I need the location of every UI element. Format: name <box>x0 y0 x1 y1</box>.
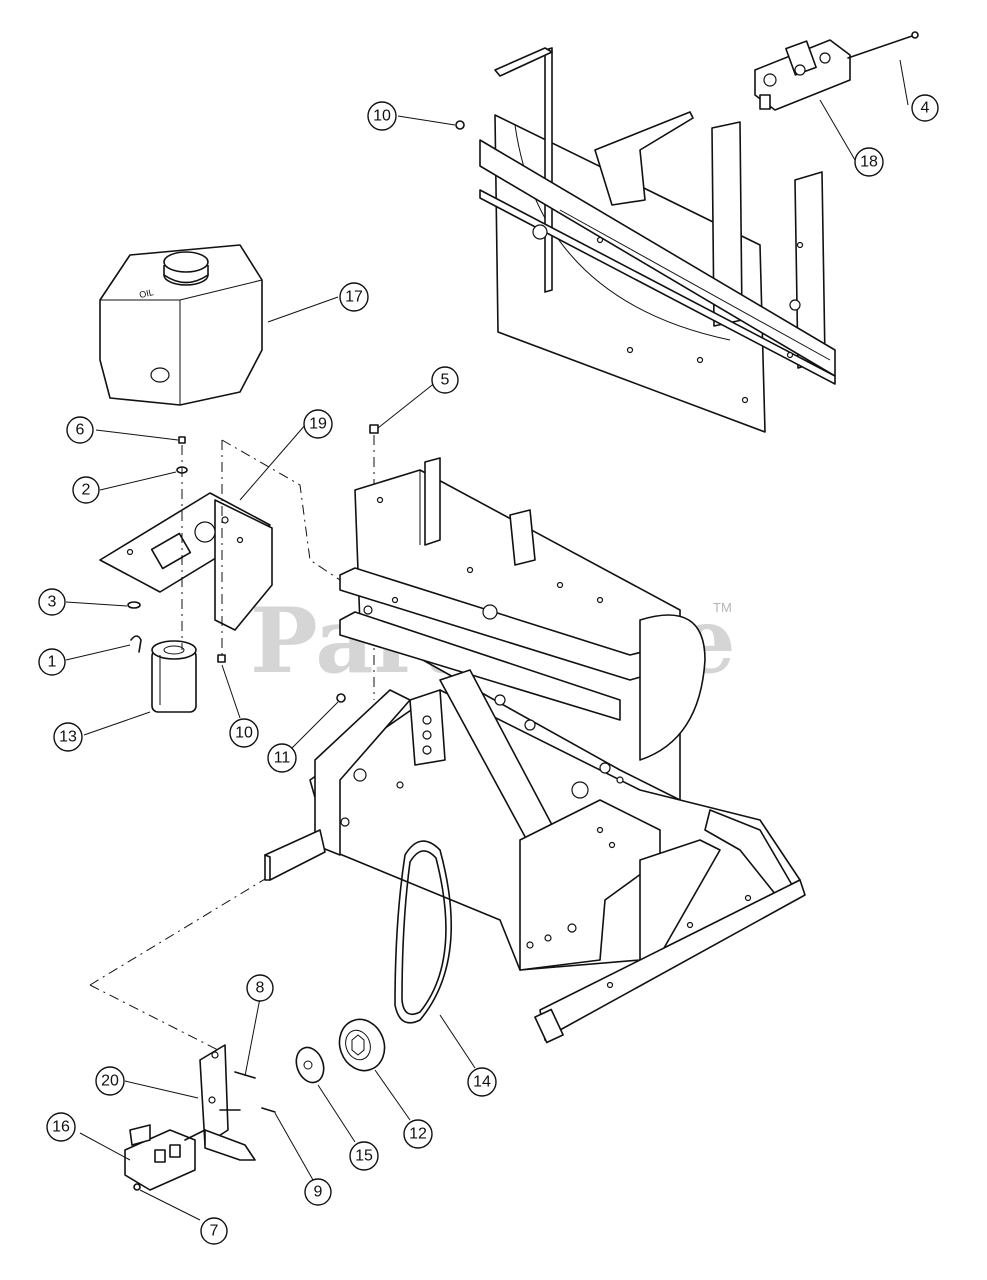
alignment-line <box>89 869 281 986</box>
bolt-9 <box>261 1107 276 1113</box>
callout-label: 7 <box>210 1223 219 1240</box>
callout-label: 18 <box>860 154 878 171</box>
main-frame <box>264 457 806 1044</box>
callout-label: 16 <box>52 1119 70 1136</box>
callout-1: 1 <box>38 648 66 676</box>
leader-lines <box>65 59 909 1221</box>
callout-label: 6 <box>76 422 85 439</box>
nut-top <box>455 120 465 130</box>
callout-18: 18 <box>854 147 884 177</box>
alignment-line <box>89 984 219 1051</box>
callout-14: 14 <box>467 1067 497 1097</box>
callout-label: 12 <box>409 1126 427 1143</box>
callout-13: 13 <box>53 722 83 752</box>
hose-clamp <box>130 635 142 653</box>
coupler <box>295 1046 325 1084</box>
callout-label: 11 <box>274 750 291 767</box>
bolt-6 <box>178 436 186 444</box>
callout-label: 13 <box>59 729 77 746</box>
callout-17: 17 <box>339 282 369 312</box>
filter-cartridge <box>151 640 197 713</box>
washer-3 <box>127 601 141 609</box>
callout-label: 19 <box>309 416 327 433</box>
watermark-trademark: TM <box>713 600 732 615</box>
callout-label: 10 <box>235 725 253 742</box>
callout-6: 6 <box>66 416 94 444</box>
callout-2: 2 <box>72 476 100 504</box>
pump <box>124 1124 206 1191</box>
callout-11: 11 <box>267 743 297 773</box>
beam-wedge-assembly <box>479 47 836 433</box>
callout-label: 10 <box>373 108 391 125</box>
callout-label: 5 <box>441 372 450 389</box>
callout-5: 5 <box>431 366 459 394</box>
control-valve <box>754 39 851 111</box>
callout-label: 17 <box>345 289 363 306</box>
oil-tank: OIL <box>99 244 263 406</box>
drive-belt <box>394 840 453 1024</box>
bolt-5 <box>369 424 379 434</box>
callout-label: 14 <box>473 1074 491 1091</box>
alignment-line <box>221 439 401 621</box>
callout-9: 9 <box>304 1178 332 1206</box>
callout-label: 8 <box>256 980 265 997</box>
callout-7: 7 <box>200 1217 228 1245</box>
motor-bracket <box>199 1044 256 1161</box>
bolt-11 <box>336 693 346 703</box>
callout-10-top: 10 <box>367 101 397 131</box>
callout-label: 15 <box>355 1148 373 1165</box>
callout-label: 3 <box>48 594 57 611</box>
callout-15: 15 <box>349 1141 379 1171</box>
callout-3: 3 <box>38 588 66 616</box>
callout-label: 9 <box>314 1184 323 1201</box>
bolt-7 <box>133 1183 141 1191</box>
valve-rod <box>847 31 919 59</box>
callout-19: 19 <box>303 409 333 439</box>
callout-16: 16 <box>46 1112 76 1142</box>
callout-4: 4 <box>911 94 939 122</box>
nut-bottom <box>217 654 226 663</box>
callout-10-bottom: 10 <box>229 718 259 748</box>
callout-label: 1 <box>48 654 57 671</box>
callout-12: 12 <box>403 1119 433 1149</box>
tank-label: OIL <box>138 287 154 300</box>
callout-label: 2 <box>82 482 91 499</box>
filter-bracket <box>99 492 273 631</box>
callout-20: 20 <box>95 1066 125 1096</box>
pulley <box>338 1018 386 1072</box>
callout-label: 4 <box>921 100 930 117</box>
callout-8: 8 <box>246 974 274 1002</box>
callout-label: 20 <box>101 1073 119 1090</box>
